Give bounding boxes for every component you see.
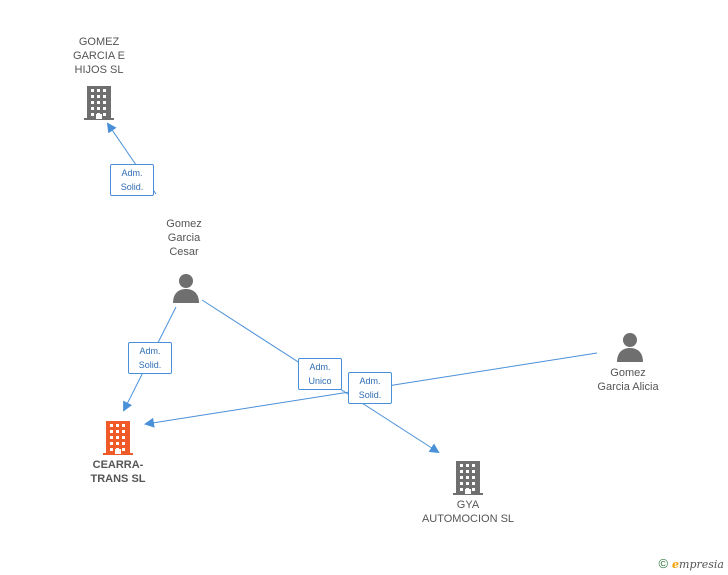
person-icon[interactable] bbox=[171, 273, 201, 308]
empresia-logo: empresia bbox=[672, 558, 724, 571]
empresia-watermark: ©empresia bbox=[658, 556, 724, 571]
main-company-building-icon[interactable] bbox=[102, 420, 134, 461]
node-label-gomez-garcia-hijos[interactable]: GOMEZ GARCIA E HIJOS SL bbox=[73, 36, 125, 76]
edge-label[interactable]: Adm. Solid. bbox=[348, 372, 392, 404]
node-label-gomez-garcia-alicia[interactable]: Gomez Garcia Alicia bbox=[597, 367, 659, 393]
person-icon[interactable] bbox=[615, 332, 645, 367]
edge-label[interactable]: Adm. Solid. bbox=[128, 342, 172, 374]
edge-label[interactable]: Adm. Unico bbox=[298, 358, 342, 390]
node-label-cearra-trans[interactable]: CEARRA- TRANS SL bbox=[90, 459, 146, 485]
company-building-icon[interactable] bbox=[452, 460, 484, 501]
edge-label[interactable]: Adm. Solid. bbox=[110, 164, 154, 196]
node-label-gomez-garcia-cesar[interactable]: Gomez Garcia Cesar bbox=[166, 218, 202, 258]
node-label-gya-automocion[interactable]: GYA AUTOMOCION SL bbox=[421, 499, 515, 525]
copyright-icon: © bbox=[658, 556, 669, 571]
company-building-icon[interactable] bbox=[83, 85, 115, 126]
